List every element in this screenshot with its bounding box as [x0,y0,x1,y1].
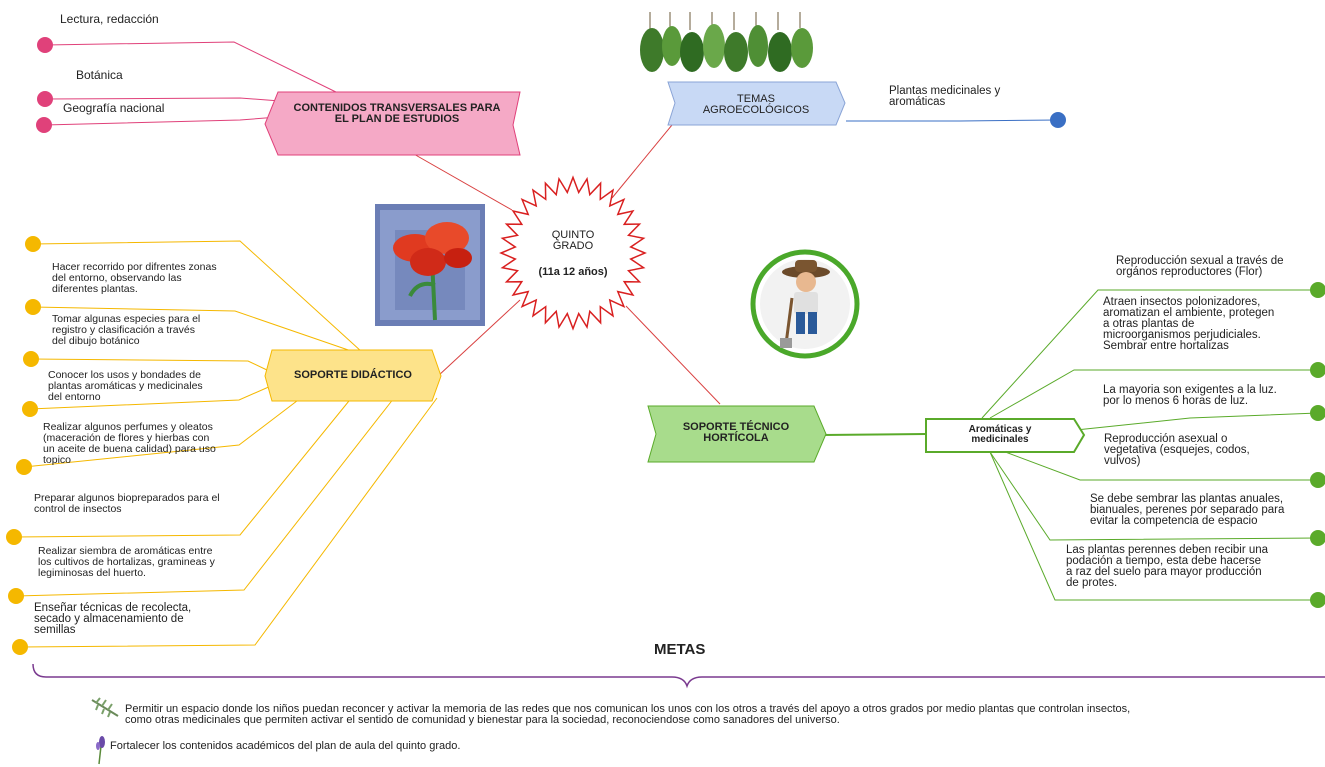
blue-dot [1050,112,1066,128]
center-starburst[interactable] [499,175,647,331]
center-line3: (11a 12 años) [538,266,608,278]
didactico-item: Realizar siembra de aromáticas entre los… [38,545,215,579]
pink-dots [36,37,53,133]
transversales-title: CONTENIDOS TRANSVERSALES PARA EL PLAN DE… [293,102,501,125]
transversal-item: Geografía nacional [63,101,165,115]
agro-node[interactable] [667,81,846,126]
aromaticas-title: Aromáticas y medicinales [968,424,1032,445]
flower-painting [375,204,485,326]
transversal-item: Lectura, redacción [60,12,159,26]
agro-item: Plantas medicinales y aromáticas [889,85,1001,108]
farmer-illustration [750,249,860,359]
didactico-item: Enseñar técnicas de recolecta, secado y … [34,602,192,636]
didactico-item: Realizar algunos perfumes y oleatos (mac… [43,421,216,466]
agro-title: TEMAS AGROECOLÓGICOS [702,93,810,116]
center-line2: GRADO [552,240,594,252]
meta-item: Fortalecer los contenidos académicos del… [110,740,461,752]
didactico-item: Tomar algunas especies para el registro … [52,313,201,347]
tecnico-item: Reproducción sexual a través de orgános … [1116,255,1284,278]
transversal-item: Botánica [76,68,123,82]
tecnico-item: Reproducción asexual o vegetativa (esque… [1104,433,1250,467]
tecnico-item: La mayoria son exigentes a la luz. por l… [1103,384,1277,407]
herb-sprig-icon [91,697,119,718]
metas-title: METAS [654,641,706,658]
lavender-icon [96,736,105,765]
transversales-node[interactable] [264,91,521,156]
didactico-item: Hacer recorrido por difrentes zonas del … [52,261,217,295]
green-dots [1310,282,1325,608]
tecnico-item: Se debe sembrar las plantas anuales, bia… [1090,493,1285,527]
tecnico-item: Las plantas perennes deben recibir una p… [1066,544,1269,589]
didactico-node[interactable] [264,349,442,402]
didactico-item: Conocer los usos y bondades de plantas a… [48,369,203,403]
aromaticas-node[interactable] [925,418,1086,453]
herbs-illustration [638,10,820,74]
tecnico-item: Atraen insectos polonizadores, aromatiza… [1103,296,1275,352]
tecnico-title: SOPORTE TÉCNICO HORTÍCOLA [682,421,790,444]
didactico-item: Preparar algunos biopreparados para el c… [34,492,220,515]
tecnico-node[interactable] [647,405,827,463]
didactico-title: SOPORTE DIDÁCTICO [294,369,412,381]
center-line1: QUINTO [551,229,595,241]
yellow-dots [6,236,41,655]
meta-item: Permitir un espacio donde los niños pued… [125,703,1131,726]
center-node: QUINTO GRADO (11a 12 años) [508,178,638,328]
